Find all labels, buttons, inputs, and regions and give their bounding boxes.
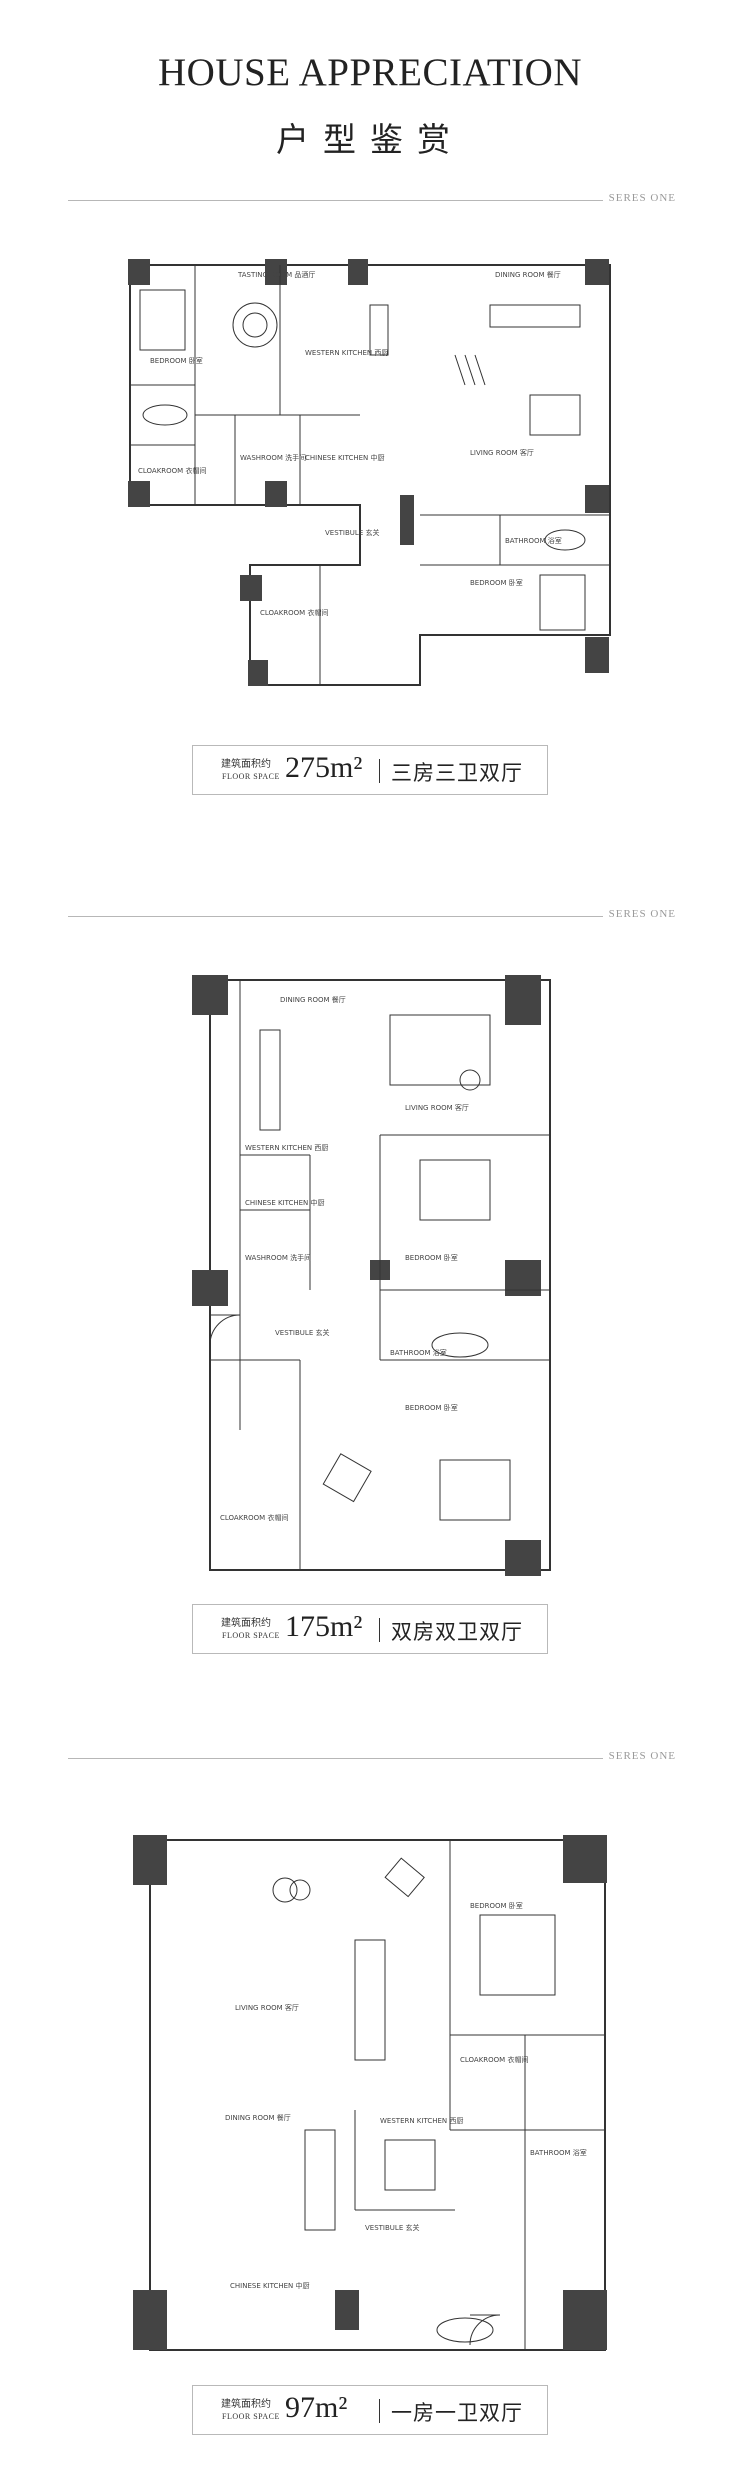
area-unit: m²: [315, 2391, 348, 2424]
room-label-bathroom: BATHROOM 浴室: [505, 536, 562, 545]
room-label-bedroom-2: BEDROOM 卧室: [470, 578, 523, 587]
floor-plan-2: DINING ROOM 餐厅 LIVING ROOM 客厅 WESTERN KI…: [180, 960, 560, 1590]
room-label-dining: DINING ROOM 餐厅: [280, 995, 346, 1004]
area-box-2: 建筑面积约 FLOOR SPACE 175m² 双房双卫双厅: [192, 1604, 548, 1654]
room-label-vestibule: VESTIBULE 玄关: [325, 528, 379, 537]
floor-plan-3: LIVING ROOM 客厅 BEDROOM 卧室 CLOAKROOM 衣帽间 …: [125, 1800, 625, 2360]
room-label-tasting: TASTING ROOM 品酒厅: [237, 271, 315, 279]
area-cn-label: 建筑面积约: [221, 1618, 271, 1629]
room-label-bedroom-2: BEDROOM 卧室: [405, 1403, 458, 1412]
layout-description: 三房三卫双厅: [391, 761, 523, 785]
room-label-western: WESTERN KITCHEN 西厨: [380, 2117, 463, 2125]
room-label-western: WESTERN KITCHEN 西厨: [245, 1144, 328, 1152]
room-label-bedroom-1: BEDROOM 卧室: [405, 1253, 458, 1262]
area-box-3: 建筑面积约 FLOOR SPACE 97m² 一房一卫双厅: [192, 2385, 548, 2435]
page-title: HOUSE APPRECIATION: [158, 51, 582, 94]
separator: [379, 2399, 380, 2423]
layout-description: 一房一卫双厅: [391, 2401, 523, 2425]
separator: [379, 759, 380, 783]
series-divider-3: SERES ONE: [0, 1750, 740, 1766]
area-en-label: FLOOR SPACE: [222, 1631, 280, 1640]
area-unit: m²: [330, 751, 363, 784]
layout-description: 双房双卫双厅: [391, 1620, 523, 1644]
room-label-vestibule: VESTIBULE 玄关: [365, 2223, 419, 2232]
room-label-bathroom: BATHROOM 浴室: [390, 1348, 447, 1357]
area-value: 275: [285, 751, 330, 784]
page-subtitle: 户型鉴赏: [276, 120, 464, 159]
room-label-chinese: CHINESE KITCHEN 中厨: [245, 1198, 325, 1207]
room-label-vestibule: VESTIBULE 玄关: [275, 1328, 329, 1337]
series-divider-2: SERES ONE: [0, 908, 740, 924]
area-en-label: FLOOR SPACE: [222, 2412, 280, 2421]
room-label-washroom: WASHROOM 洗手间: [240, 453, 306, 462]
room-label-dining: DINING ROOM 餐厅: [495, 270, 561, 279]
room-label-living: LIVING ROOM 客厅: [235, 2003, 299, 2012]
area-en-label: FLOOR SPACE: [222, 772, 280, 781]
floor-plan-1: TASTING ROOM 品酒厅 DINING ROOM 餐厅 BEDROOM …: [120, 245, 620, 695]
room-label-washroom: WASHROOM 洗手间: [245, 1253, 311, 1262]
room-label-living: LIVING ROOM 客厅: [405, 1103, 469, 1112]
area-cn-label: 建筑面积约: [221, 759, 271, 770]
room-label-cloakroom: CLOAKROOM 衣帽间: [460, 2055, 528, 2064]
room-label-living: LIVING ROOM 客厅: [470, 448, 534, 457]
series-label: SERES ONE: [602, 908, 676, 920]
series-label: SERES ONE: [602, 192, 676, 204]
room-label-cloakroom: CLOAKROOM 衣帽间: [220, 1513, 288, 1522]
series-divider-1: SERES ONE: [0, 192, 740, 208]
room-label-cloakroom-2: CLOAKROOM 衣帽间: [260, 608, 328, 617]
room-label-dining: DINING ROOM 餐厅: [225, 2113, 291, 2122]
room-label-bedroom-1: BEDROOM 卧室: [150, 356, 203, 365]
room-label-cloakroom-1: CLOAKROOM 衣帽间: [138, 466, 206, 475]
area-value: 97: [285, 2391, 315, 2424]
area-value: 175: [285, 1610, 330, 1643]
series-label: SERES ONE: [602, 1750, 676, 1762]
area-cn-label: 建筑面积约: [221, 2399, 271, 2410]
room-label-chinese: CHINESE KITCHEN 中厨: [230, 2281, 310, 2290]
room-label-bathroom: BATHROOM 浴室: [530, 2148, 587, 2157]
room-label-chinese: CHINESE KITCHEN 中厨: [305, 453, 385, 462]
separator: [379, 1618, 380, 1642]
area-unit: m²: [330, 1610, 363, 1643]
room-label-western: WESTERN KITCHEN 西厨: [305, 349, 388, 357]
area-box-1: 建筑面积约 FLOOR SPACE 275m² 三房三卫双厅: [192, 745, 548, 795]
room-label-bedroom: BEDROOM 卧室: [470, 1901, 523, 1910]
